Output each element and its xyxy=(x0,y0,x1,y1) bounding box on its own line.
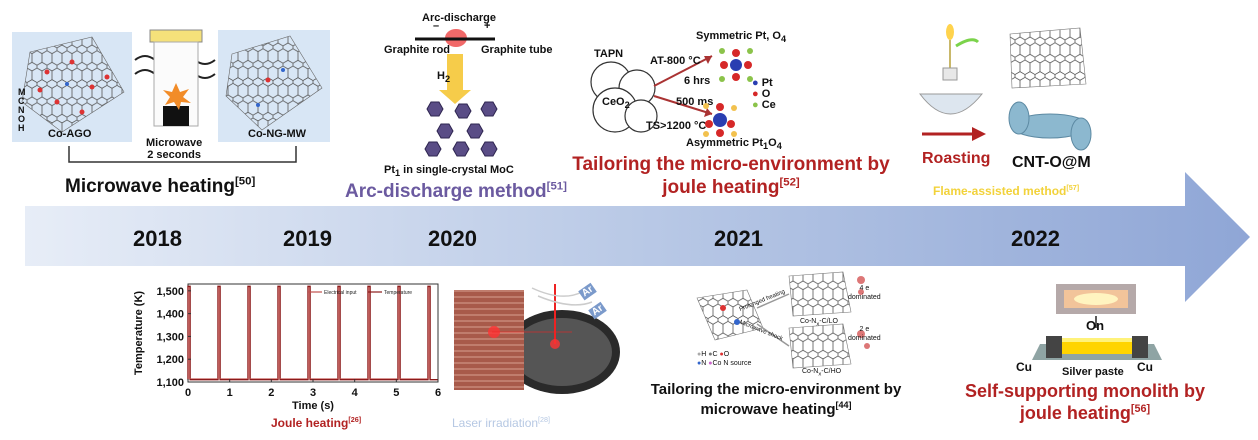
year-2018: 2018 xyxy=(133,226,182,251)
graphene-sheet-left xyxy=(12,32,132,142)
roasting-label: Roasting xyxy=(922,150,991,167)
x-axis-label: Time (s) xyxy=(292,400,334,412)
graphite-tube-label: Graphite tube xyxy=(481,44,553,56)
ts1200-label: TS>1200 °C xyxy=(646,120,707,132)
monolith-device-diagram xyxy=(1032,284,1162,360)
cnt-sheet-icon xyxy=(1009,27,1087,89)
arc-plus: + xyxy=(484,20,491,32)
arc-discharge-label: Arc-discharge xyxy=(422,12,496,24)
laser-irradiation-title: Laser irradiation[28] xyxy=(452,415,551,430)
cnt-o-m-structure-icon xyxy=(1008,101,1092,151)
co-ng-mw-label: Co-NG-MW xyxy=(248,128,307,140)
silver-paste-label: Silver paste xyxy=(1062,366,1124,378)
year-2021: 2021 xyxy=(714,226,763,251)
cnt-o-m-label: CNT-O@M xyxy=(1012,154,1091,171)
flame-assisted-title: Flame-assisted method[57] xyxy=(933,183,1080,198)
graphene-sheet-right xyxy=(218,30,330,142)
moc-crystals-icon xyxy=(424,101,498,157)
6hrs-label: 6 hrs xyxy=(684,75,711,87)
co-nx-c-ho-label: Co-Nx-C/HO xyxy=(802,368,842,378)
microwave-2021-diagram xyxy=(696,271,870,369)
microwave-micro-env-title: Tailoring the micro-environment by micro… xyxy=(650,381,902,418)
laser-irradiation-diagram xyxy=(454,284,620,394)
joule-heating-caption: Joule heating[26] xyxy=(271,415,362,430)
joule-micro-env-title: Tailoring the micro-environment by joule… xyxy=(572,154,890,198)
graphite-rod-label: Graphite rod xyxy=(384,44,451,56)
arc-apparatus-diagram xyxy=(415,29,495,104)
x-tick-label: 2 xyxy=(268,387,274,399)
x-tick-label: 0 xyxy=(185,387,191,399)
arc-discharge-title: Arc-discharge method[51] xyxy=(345,180,567,202)
legend-electrical-label: Electrical input xyxy=(324,290,357,296)
year-2020: 2020 xyxy=(428,226,477,251)
x-tick-label: 3 xyxy=(310,387,316,399)
y-axis-label: Temperature (K) xyxy=(133,291,145,375)
electrical-input-series-line xyxy=(188,287,430,379)
element-legend: M C N O H xyxy=(18,87,26,133)
at800-label: AT-800 °C xyxy=(650,55,701,67)
synthesis-arrows xyxy=(653,55,713,117)
microwave-device-icon xyxy=(134,29,216,127)
microwave-duration-label: Microwave 2 seconds xyxy=(146,137,203,161)
legend-temperature-label: Temperature xyxy=(384,290,412,296)
co-nx-c-lo-label: Co-Nx-C/LO xyxy=(800,318,838,328)
y-tick-label: 1,100 xyxy=(156,377,184,389)
x-tick-label: 6 xyxy=(435,387,441,399)
x-tick-label: 1 xyxy=(227,387,233,399)
pt-o-ce-legend: ● Pt ● O ● Ce xyxy=(752,77,776,111)
y-tick-label: 1,400 xyxy=(156,309,184,321)
bracket-connector xyxy=(68,146,297,163)
co-ago-label: Co-AGO xyxy=(48,128,92,140)
symmetric-label: Symmetric Pt, O4 xyxy=(696,30,787,45)
x-tick-label: 4 xyxy=(352,387,359,399)
cu-right-label: Cu xyxy=(1137,360,1153,374)
arc-minus: – xyxy=(433,20,440,32)
y-tick-label: 1,500 xyxy=(156,286,184,298)
on-label: On xyxy=(1086,318,1105,333)
year-2022: 2022 xyxy=(1011,226,1060,251)
microwave-2021-legend: ●H ●C ●O ●N ●Co N source xyxy=(697,351,752,367)
cu-left-label: Cu xyxy=(1016,360,1032,374)
roasting-arrow xyxy=(922,127,986,141)
temperature-series-line xyxy=(187,285,438,381)
tapn-label: TAPN xyxy=(594,48,624,60)
ceo2-particles-icon xyxy=(590,61,658,133)
asymmetric-label: Asymmetric Pt1O4 xyxy=(686,137,782,152)
microwave-heating-title: Microwave heating[50] xyxy=(65,175,256,197)
symmetric-site-icon xyxy=(719,48,753,82)
hydrogen-label: H2 xyxy=(437,70,451,85)
asymmetric-site-icon xyxy=(703,103,737,137)
y-tick-label: 1,200 xyxy=(156,354,184,366)
monolith-title: Self-supporting monolith by joule heatin… xyxy=(965,381,1205,423)
year-2019: 2019 xyxy=(283,226,332,251)
x-tick-label: 5 xyxy=(393,387,399,399)
flame-burner-icon xyxy=(918,24,984,115)
pt1-moc-label: Pt1 in single-crystal MoC xyxy=(384,164,514,179)
y-tick-label: 1,300 xyxy=(156,331,184,343)
ceo2-label: CeO2 xyxy=(602,96,630,111)
